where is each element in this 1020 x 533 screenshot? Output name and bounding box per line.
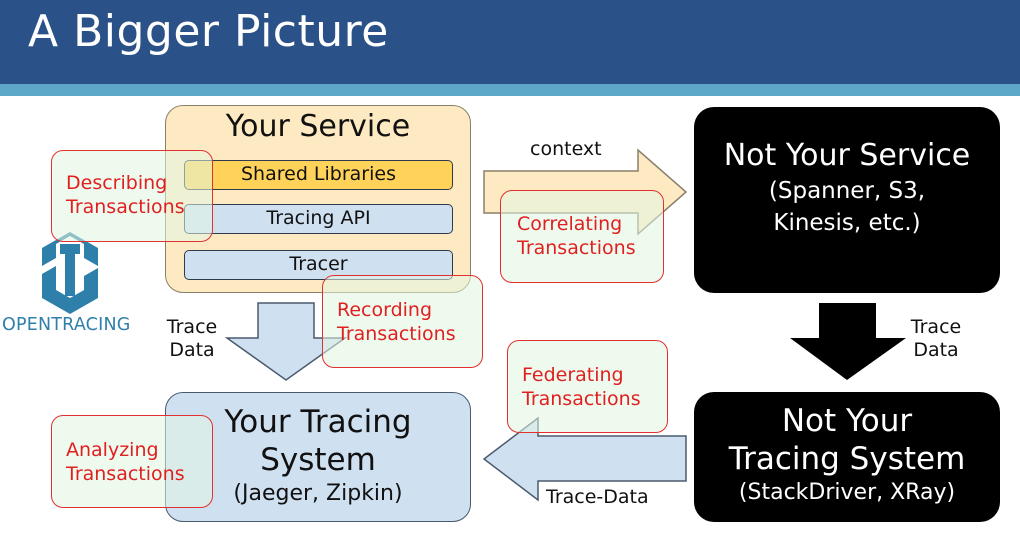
- opentracing-logo-icon: [42, 232, 98, 314]
- trace-data-left-label-line1: Trace: [166, 316, 218, 338]
- analyzing-label-1: Analyzing: [66, 439, 159, 461]
- trace-data-right-label-line2: Data: [913, 339, 959, 361]
- your-tracing-system-examples: (Jaeger, Zipkin): [233, 481, 403, 506]
- trace-data-left-label: Trace Data: [164, 316, 220, 362]
- describing-label-1: Describing: [66, 172, 168, 194]
- slide-title: A Bigger Picture: [28, 6, 389, 57]
- recording-transactions-box: Recording Transactions: [322, 275, 483, 368]
- shared-libraries-layer: Shared Libraries: [184, 160, 453, 190]
- analyzing-transactions-box: Analyzing Transactions: [51, 415, 213, 508]
- federating-label-2: Transactions: [522, 388, 641, 410]
- describing-transactions-box: Describing Transactions: [51, 150, 213, 242]
- trace-data-right-label: Trace Data: [906, 316, 966, 362]
- federating-transactions-box: Federating Transactions: [507, 340, 668, 433]
- not-your-tracing-system-examples: (StackDriver, XRay): [738, 480, 956, 505]
- recording-label-2: Transactions: [337, 323, 456, 345]
- your-service-title: Your Service: [225, 109, 411, 144]
- tracing-api-layer: Tracing API: [184, 204, 453, 234]
- trace-data-down-arrow-left: [224, 302, 348, 381]
- not-your-service-box: Not Your Service (Spanner, S3, Kinesis, …: [694, 107, 1000, 293]
- slide-header: [0, 0, 1020, 84]
- your-tracing-system-box: Your Tracing System (Jaeger, Zipkin): [165, 392, 471, 522]
- correlating-transactions-box: Correlating Transactions: [500, 190, 664, 283]
- trace-data-left-arrow: [482, 416, 687, 502]
- not-your-tracing-system-title-2: Tracing System: [728, 441, 966, 477]
- context-label: context: [530, 138, 602, 160]
- header-accent-strip: [0, 84, 1020, 96]
- correlating-label-1: Correlating: [517, 213, 623, 235]
- opentracing-logo-text: OPENTRACING: [2, 315, 131, 335]
- trace-data-bottom-label: Trace-Data: [546, 486, 649, 508]
- correlating-label-2: Transactions: [517, 237, 636, 259]
- trace-data-right-label-line1: Trace: [910, 316, 962, 338]
- trace-data-down-arrow-right: [790, 303, 906, 380]
- not-your-service-title: Not Your Service: [723, 138, 971, 173]
- not-your-service-examples-1: (Spanner, S3,: [768, 178, 926, 204]
- your-tracing-system-title-2: System: [260, 442, 376, 478]
- recording-label-1: Recording: [337, 299, 433, 321]
- your-tracing-system-title-1: Your Tracing: [224, 404, 412, 440]
- describing-label-2: Transactions: [66, 196, 185, 218]
- analyzing-label-2: Transactions: [66, 463, 185, 485]
- trace-data-left-label-line2: Data: [169, 339, 215, 361]
- federating-label-1: Federating: [522, 364, 624, 386]
- not-your-tracing-system-title-1: Not Your: [781, 403, 913, 439]
- not-your-service-examples-2: Kinesis, etc.): [773, 210, 921, 236]
- not-your-tracing-system-box: Not Your Tracing System (StackDriver, XR…: [694, 392, 1000, 522]
